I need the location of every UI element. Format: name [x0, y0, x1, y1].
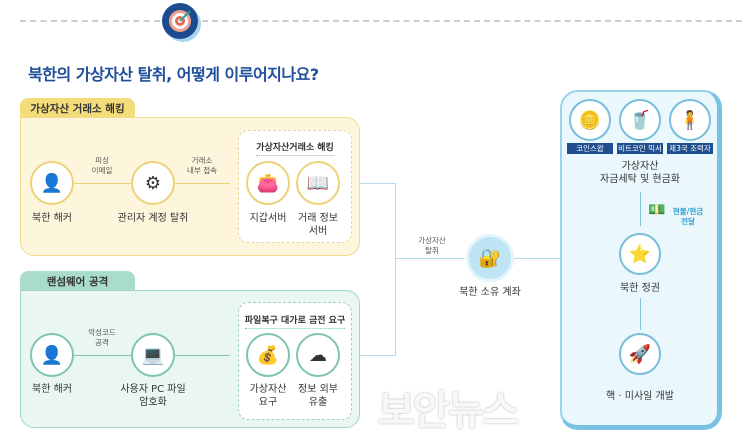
flow-line — [74, 355, 132, 356]
connector — [514, 258, 560, 259]
group-title: 가상자산거래소 해킹 — [256, 140, 334, 156]
ransomware-tab: 랜섬웨어 공격 — [20, 271, 135, 291]
hacker-icon: 👤 — [30, 161, 74, 205]
money-hands-icon: 💰 — [246, 333, 290, 377]
wallet-icon: 👛 — [246, 161, 290, 205]
connector — [395, 183, 396, 355]
flow-line — [175, 355, 230, 356]
regime-icon: ⭐ — [619, 233, 661, 275]
result-label: 핵 · 미사일 개발 — [606, 391, 674, 402]
locked-laptop-icon: 💻 — [131, 333, 175, 377]
flow-line — [74, 183, 132, 184]
divider-right — [202, 20, 742, 22]
page-title: 북한의 가상자산 탈취, 어떻게 이루어지나요? — [28, 65, 319, 84]
step-label: 북한 해커 — [32, 384, 72, 395]
mixer-icon: 🥤 — [619, 99, 661, 141]
cash-icon: 💵 — [648, 202, 666, 218]
safe-icon: 🔐 — [466, 234, 514, 282]
helper-person-icon: 🧍 — [669, 99, 711, 141]
target-label: 지갑서버 — [249, 213, 287, 224]
target-icon — [162, 3, 198, 39]
tag-coin-swap: 코인스왑 — [567, 143, 613, 154]
hacker-icon: 👤 — [30, 333, 74, 377]
admin-gear-icon: ⚙ — [131, 161, 175, 205]
arrow-down — [640, 192, 641, 226]
step-label: 북한 해커 — [32, 213, 72, 224]
account-label: 북한 소유 계좌 — [459, 287, 521, 298]
flow-line — [175, 183, 230, 184]
tag-third-country: 제3국 조력자 — [667, 143, 713, 154]
tag-bitcoin-mixer: 비트코인 믹서 — [617, 143, 663, 154]
connector — [360, 183, 396, 184]
watermark: 보안뉴스 — [378, 388, 519, 434]
nuclear-missile-icon: 🚀 — [619, 333, 661, 375]
group-title: 파일복구 대가로 금전 요구 — [244, 313, 346, 329]
coin-swap-icon: 🪙 — [569, 99, 611, 141]
ledger-icon: 📖 — [296, 161, 340, 205]
connector — [395, 258, 465, 259]
regime-label: 북한 정권 — [620, 283, 660, 294]
cloud-data-icon: ☁ — [296, 333, 340, 377]
connector — [360, 355, 396, 356]
divider-left — [20, 20, 160, 22]
arrow-down — [640, 298, 641, 330]
exchange-hacking-tab: 가상자산 거래소 해킹 — [20, 98, 135, 118]
step-label: 관리자 계정 탈취 — [117, 213, 189, 224]
